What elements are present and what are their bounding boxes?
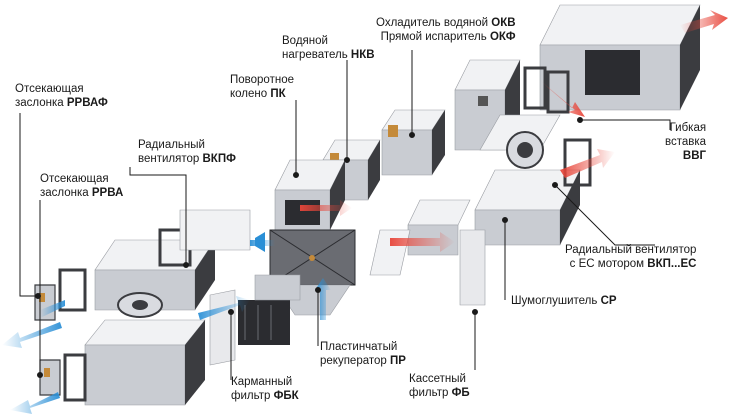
label-fan-ec-text-2: с ЕС мотором <box>569 258 645 270</box>
bag-filter-unit <box>209 274 301 366</box>
label-silencer-text: Шумоглушитель <box>511 295 598 307</box>
label-cassette-filter-text-2: фильтр <box>409 387 449 399</box>
leader-lines <box>19 50 671 380</box>
elbow-unit <box>274 159 346 231</box>
label-elbow-code: ПК <box>270 88 286 100</box>
label-fan-ec-text-1: Радиальный вентилятор <box>565 244 697 256</box>
label-cooler-code-2: ОКФ <box>489 31 516 43</box>
label-flex-text-2: вставка <box>665 136 707 148</box>
label-bag-filter-text-2: фильтр <box>231 390 271 402</box>
label-damper-text-2: заслонка <box>40 187 89 199</box>
label-recuperator-text-1: Пластинчатый <box>320 341 398 353</box>
duct-frames-left-upper <box>58 209 251 312</box>
label-silencer-code: СР <box>600 295 617 307</box>
label-fan-radial-text-2: вентилятор <box>138 153 200 165</box>
label-cooler: Охладитель водяной ОКВ Прямой испаритель… <box>376 16 516 44</box>
label-recuperator-text-2: рекуператор <box>320 355 387 367</box>
label-cassette-filter: Кассетный фильтр ФБ <box>409 372 470 400</box>
cooler-unit <box>539 4 701 111</box>
label-cooler-text-2: Прямой испаритель <box>380 31 487 43</box>
label-bag-filter: Карманный фильтр ФБК <box>231 375 299 403</box>
label-fan-ec: Радиальный вентилятор с ЕС мотором ВКП..… <box>565 243 696 271</box>
label-fan-ec-code: ВКП...ЕС <box>647 258 697 270</box>
label-heater-text-2: нагреватель <box>282 49 348 61</box>
label-bag-filter-code: ФБК <box>273 390 299 402</box>
damper-unit <box>39 359 61 396</box>
fan-ec-unit <box>479 114 561 169</box>
label-damper-text-1: Отсекающая <box>40 173 109 185</box>
label-bag-filter-text-1: Карманный <box>231 376 293 388</box>
label-heater: Водяной нагреватель НКВ <box>282 34 375 62</box>
label-damper-code: РРВА <box>91 187 124 199</box>
duct-frames-center <box>369 229 411 276</box>
duct-frames-left-lower <box>63 353 87 402</box>
airflow-arrows <box>2 10 728 414</box>
label-flex: Гибкая вставка ВВГ <box>665 121 706 163</box>
label-recuperator-code: ПР <box>390 355 406 367</box>
label-silencer: Шумоглушитель СР <box>511 294 617 308</box>
label-cassette-filter-text-1: Кассетный <box>409 373 466 385</box>
label-damper: Отсекающая заслонка РРВА <box>40 172 123 200</box>
label-recuperator: Пластинчатый рекуператор ПР <box>320 340 406 368</box>
label-fan-radial: Радиальный вентилятор ВКПФ <box>138 138 236 166</box>
label-cassette-filter-code: ФБ <box>451 387 470 399</box>
label-cooler-code-1: ОКВ <box>491 17 516 29</box>
label-flex-text-1: Гибкая <box>669 122 707 134</box>
label-elbow: Поворотное колено ПК <box>230 73 294 101</box>
label-heater-code: НКВ <box>350 49 375 61</box>
silencer-unit <box>474 169 581 246</box>
label-elbow-text-2: колено <box>230 88 268 100</box>
label-heater-text-1: Водяной <box>282 35 328 47</box>
label-flex-code: ВВГ <box>682 150 707 162</box>
label-damper-heated: Отсекающая заслонка РРВАФ <box>15 82 108 110</box>
label-cooler-text-1: Охладитель водяной <box>376 17 489 29</box>
bottom-duct-box <box>84 319 206 406</box>
label-fan-radial-code: ВКПФ <box>202 153 236 165</box>
label-damper-heated-code: РРВАФ <box>66 97 108 109</box>
cassette-filter-unit <box>407 199 486 306</box>
label-damper-heated-text-2: заслонка <box>15 97 64 109</box>
label-damper-heated-text-1: Отсекающая <box>15 83 84 95</box>
label-elbow-text-1: Поворотное <box>230 74 294 86</box>
fan-radial-unit <box>94 239 216 318</box>
heater-unit <box>322 109 446 201</box>
label-fan-radial-text-1: Радиальный <box>138 139 205 151</box>
